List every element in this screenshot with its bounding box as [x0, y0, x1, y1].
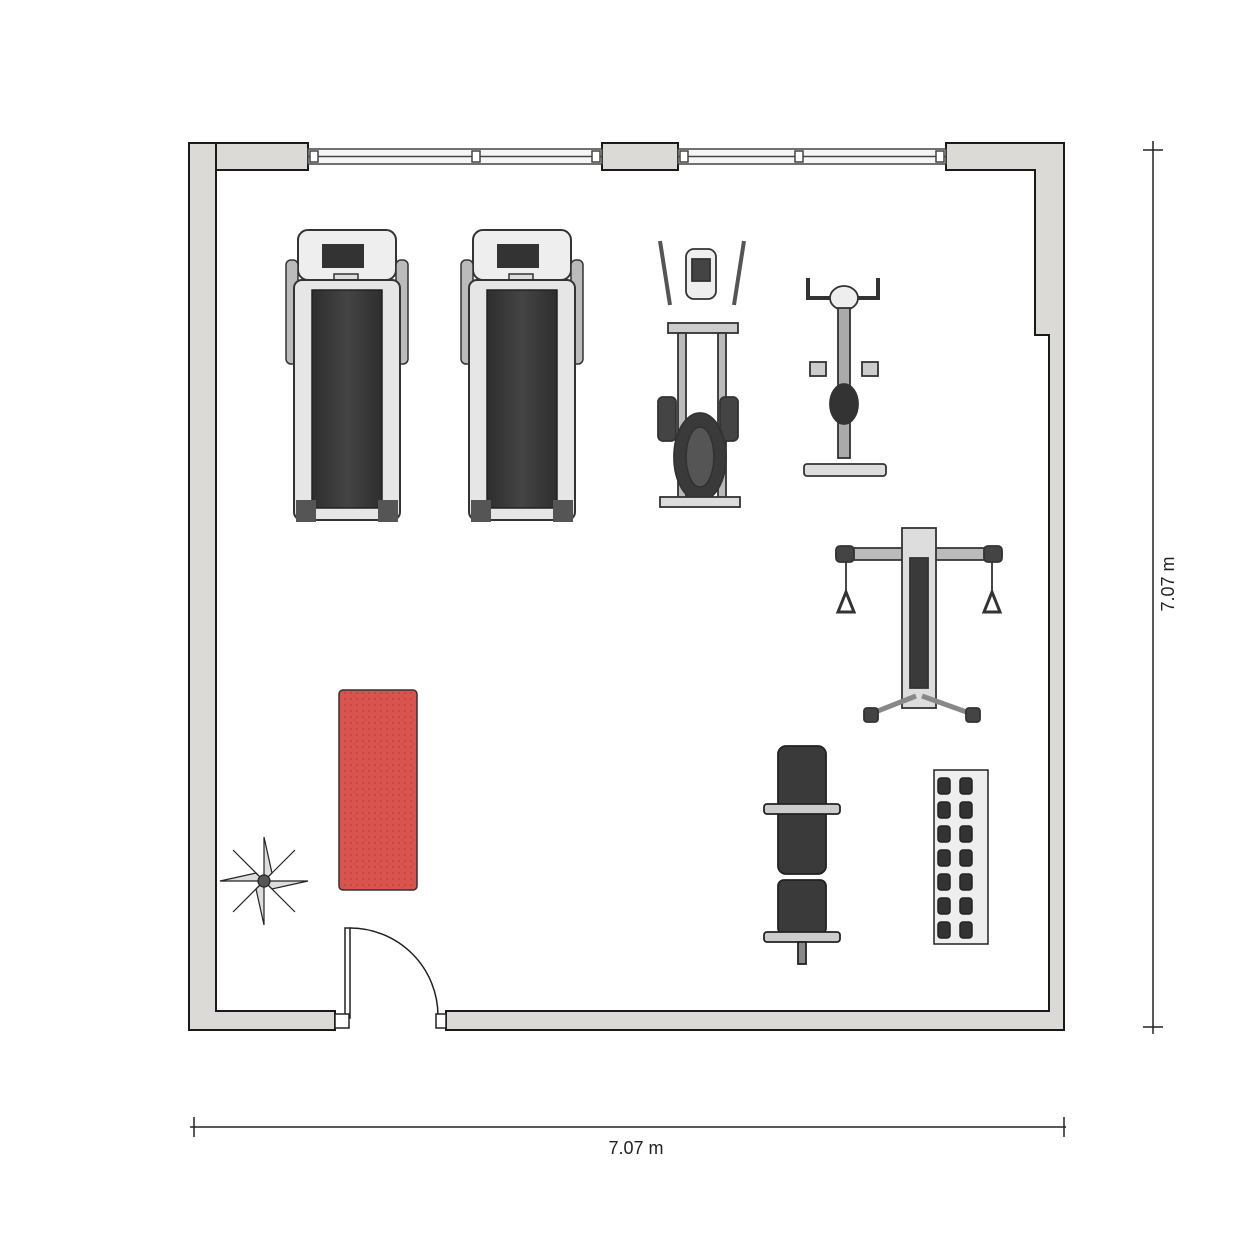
- treadmill-icon: [285, 229, 409, 522]
- dumbbell-rack-icon: [933, 769, 989, 945]
- weight-bench-icon: [763, 745, 841, 965]
- walls: [188, 142, 1065, 1031]
- treadmill-icon: [460, 229, 584, 523]
- wall-left: [188, 142, 336, 1031]
- exercise-bike-icon: [803, 278, 887, 477]
- wall-top-middle: [601, 142, 679, 171]
- plant-icon: [219, 836, 309, 926]
- cable-machine-icon: [835, 527, 1003, 723]
- door-icon: [334, 927, 447, 1029]
- dimension-line-bottom: [190, 1117, 1066, 1137]
- dimension-label-width: 7.07 m: [608, 1138, 663, 1158]
- dimension-label-height: 7.07 m: [1158, 556, 1178, 611]
- dimension-line-right: [1143, 141, 1163, 1034]
- elliptical-icon: [657, 240, 746, 508]
- window-icon: [307, 148, 947, 165]
- yoga-mat-icon: [338, 689, 418, 891]
- wall-top-right: [445, 142, 1065, 1031]
